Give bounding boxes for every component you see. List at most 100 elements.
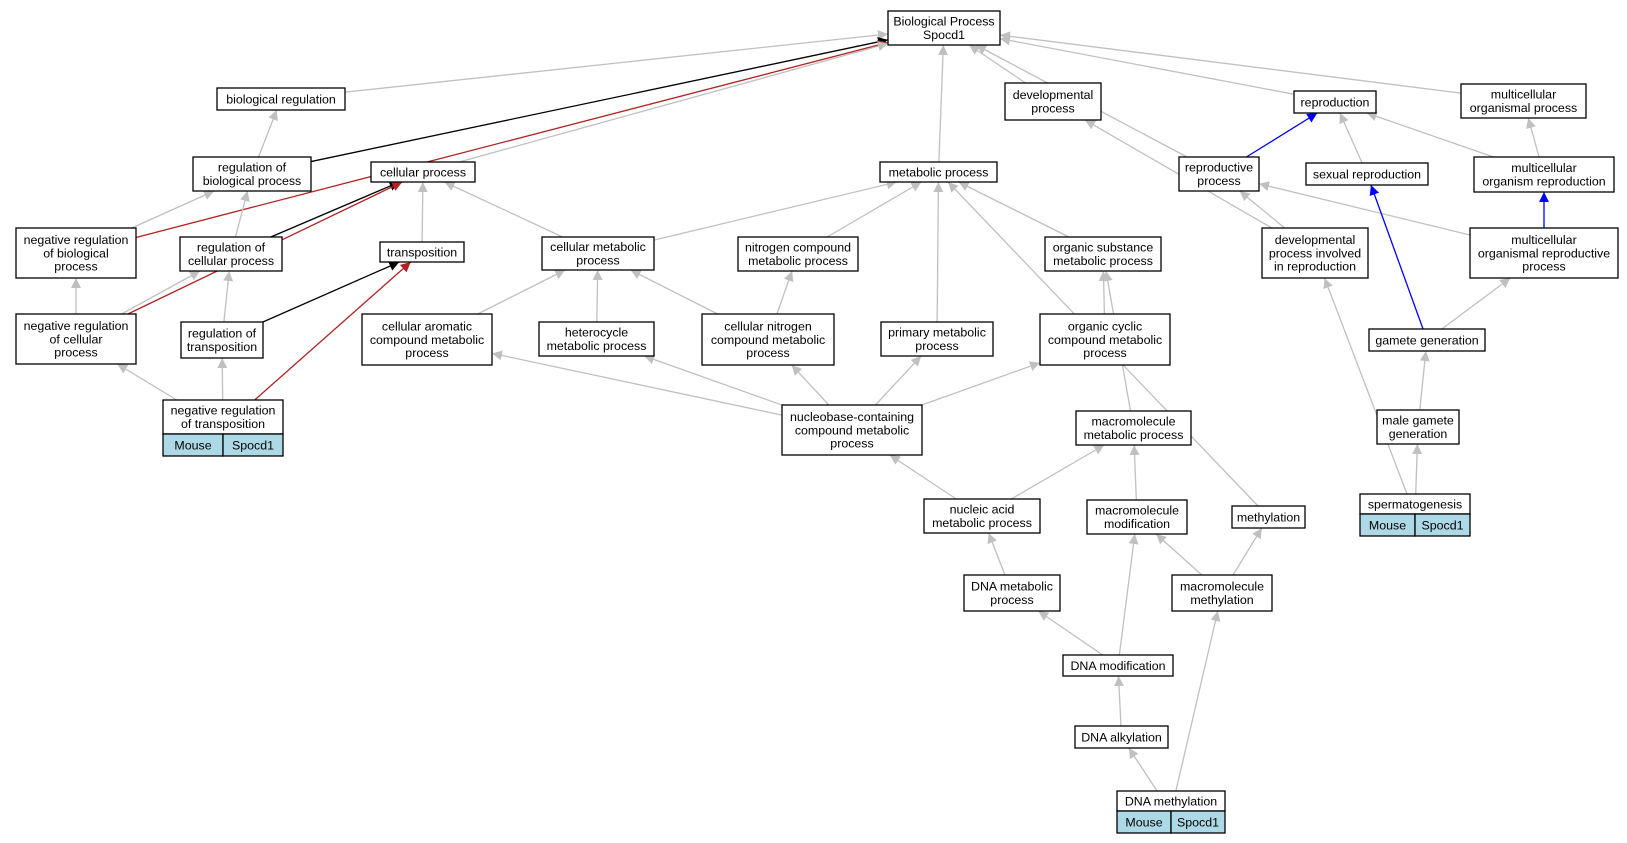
- edge-spermato-to-malegamete: [1412, 443, 1423, 495]
- node-label-line: organism reproduction: [1482, 175, 1605, 189]
- edge-regbio-to-bioreg: [257, 109, 278, 158]
- node-label-line: macromolecule: [1095, 504, 1179, 518]
- node-box: [370, 161, 476, 183]
- node-label-line: DNA methylation: [1125, 794, 1217, 808]
- node-box: [1231, 505, 1306, 529]
- edge-negregbio-to-bp: [135, 40, 889, 239]
- edge-regtrans-to-regcell: [223, 270, 234, 323]
- node-box: [361, 313, 493, 366]
- edges-layer: [71, 30, 1549, 792]
- node-label-line: multicellular: [1491, 88, 1556, 102]
- node-label-line: gamete generation: [1375, 333, 1478, 347]
- edge-multirepro-to-repro: [1366, 111, 1494, 158]
- node-label-line: regulation of: [197, 241, 266, 255]
- node-box: [1178, 156, 1260, 192]
- edge-nucleo-to-primmeta: [874, 355, 922, 406]
- node-dnaalk[interactable]: DNA alkylation: [1074, 725, 1169, 749]
- edge-transposition-to-cellproc: [417, 181, 428, 243]
- edge-nucacid-to-nucleo: [889, 454, 957, 500]
- node-label-line: process: [746, 346, 789, 360]
- node-label-line: cellular nitrogen: [724, 319, 812, 333]
- gene-cell: [1414, 513, 1471, 537]
- node-label-line: process: [576, 254, 619, 268]
- node-box: [781, 404, 923, 456]
- node-metaproc[interactable]: metabolic process: [879, 161, 998, 183]
- node-box: [1368, 328, 1486, 352]
- edge-dnameta-to-nucacid: [987, 532, 1006, 576]
- node-gamete[interactable]: gamete generation: [1368, 328, 1486, 352]
- edge-sexrepro-to-repro: [1339, 112, 1363, 164]
- species-label: Mouse: [1125, 815, 1162, 829]
- node-box: [538, 321, 655, 357]
- node-label-line: transposition: [187, 340, 257, 354]
- node-box: [379, 241, 465, 263]
- gene-label: Spocd1: [1421, 518, 1463, 532]
- node-label-line: organismal process: [1470, 101, 1577, 115]
- species-label: Mouse: [1369, 518, 1406, 532]
- node-sexrepro[interactable]: sexual reproduction: [1305, 162, 1429, 186]
- node-box: [216, 87, 346, 111]
- node-box: [879, 161, 998, 183]
- edge-dnamod-to-dnameta: [1037, 610, 1104, 656]
- edge-negregtrans-to-transposition: [254, 261, 412, 401]
- edge-orgcyclic-to-orgsubmeta: [1098, 270, 1109, 315]
- node-box: [1075, 410, 1192, 446]
- node-label-line: metabolic process: [748, 254, 848, 268]
- edge-nucacid-to-macrometa: [1010, 444, 1105, 500]
- node-transposition[interactable]: transposition: [379, 241, 465, 263]
- node-bioreg[interactable]: biological regulation: [216, 87, 346, 111]
- node-box: [179, 236, 283, 272]
- node-label-line: macromolecule: [1180, 580, 1264, 594]
- node-box: [1171, 574, 1273, 612]
- node-label-line: organic substance: [1053, 241, 1154, 255]
- edge-nitrometa-to-metaproc: [826, 181, 922, 238]
- node-dnamod[interactable]: DNA modification: [1062, 654, 1174, 677]
- node-label-line: primary metabolic: [888, 326, 986, 340]
- node-label-line: multicellular: [1511, 161, 1576, 175]
- node-label-line: Spocd1: [923, 28, 965, 42]
- node-label-line: biological process: [203, 174, 302, 188]
- node-cellproc[interactable]: cellular process: [370, 161, 476, 183]
- node-label-line: of cellular: [49, 332, 102, 346]
- node-label-line: multicellular: [1511, 233, 1576, 247]
- node-label-line: of transposition: [181, 417, 265, 431]
- node-box: [192, 156, 312, 192]
- node-repro[interactable]: reproduction: [1293, 90, 1377, 114]
- edge-nucleo-to-cellnitro: [791, 364, 830, 406]
- node-label-line: process: [405, 346, 448, 360]
- node-methylation[interactable]: methylation: [1231, 505, 1306, 529]
- node-label-line: process: [1083, 346, 1126, 360]
- node-label-line: of biological: [43, 246, 108, 260]
- node-label-line: transposition: [387, 245, 457, 259]
